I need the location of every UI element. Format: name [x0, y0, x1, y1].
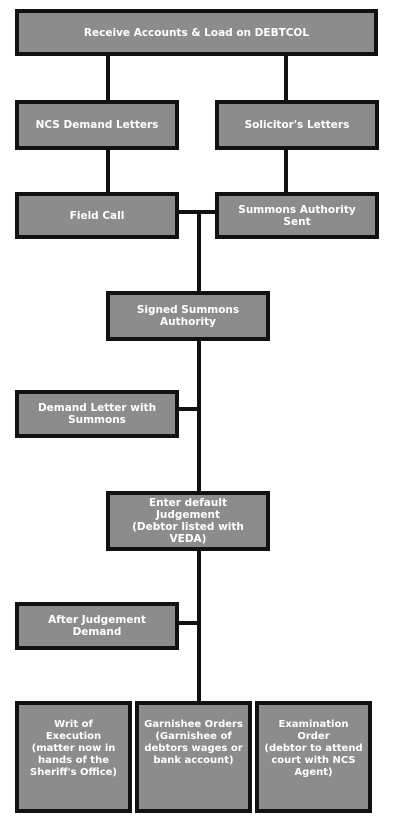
node-summons-authority-sent-label: Summons Authority Sent	[238, 203, 356, 228]
connector-main-spine-3	[197, 548, 201, 704]
node-signed-summons-authority-label: Signed Summons Authority	[136, 304, 240, 328]
node-writ-of-execution: Writ of Execution (matter now in hands o…	[15, 701, 132, 813]
node-garnishee-line: debtors wages or	[144, 743, 243, 754]
node-ncs-demand-letters-label: NCS Demand Letters	[35, 119, 159, 131]
connector-solicitor-to-summons	[284, 146, 288, 196]
connector-after-judgement-branch	[176, 621, 199, 625]
node-after-judgement-demand-label: After Judgement Demand	[48, 614, 146, 638]
node-examination-line: Examination Order	[278, 719, 349, 742]
connector-top-left	[106, 52, 110, 102]
node-receive-accounts: Receive Accounts & Load on DEBTCOL	[15, 9, 378, 56]
node-ncs-demand-letters: NCS Demand Letters	[15, 100, 179, 150]
node-examination-order: Examination Order (debtor to attend cour…	[255, 701, 372, 813]
node-signed-summons-authority: Signed Summons Authority	[106, 291, 270, 341]
node-enter-default-judgement: Enter default Judgement (Debtor listed w…	[106, 491, 270, 551]
node-garnishee-orders: Garnishee Orders (Garnishee of debtors w…	[135, 701, 252, 813]
node-after-judgement-demand: After Judgement Demand	[15, 602, 179, 650]
node-writ-line: hands of the	[38, 755, 109, 766]
connector-main-spine-2	[197, 338, 201, 494]
node-examination-line: Agent)	[294, 767, 333, 778]
node-field-call-label: Field Call	[69, 209, 125, 222]
node-writ-line: Writ of	[54, 719, 93, 730]
node-solicitors-letters-label: Solicitor's Letters	[244, 119, 350, 131]
node-garnishee-line: Garnishee Orders	[144, 719, 243, 730]
connector-ncs-to-field	[106, 146, 110, 196]
connector-main-spine-1	[197, 210, 201, 294]
connector-top-right	[284, 52, 288, 102]
node-enter-default-judgement-line2: (Debtor listed with VEDA)	[132, 521, 244, 545]
node-enter-default-judgement-line1: Enter default Judgement	[148, 497, 227, 521]
node-garnishee-line: (Garnishee of	[155, 731, 232, 742]
node-summons-authority-sent: Summons Authority Sent	[215, 192, 379, 239]
connector-demand-summons-branch	[176, 407, 199, 411]
node-writ-line: Execution	[45, 731, 102, 742]
node-garnishee-line: bank account)	[153, 755, 234, 766]
node-receive-accounts-label: Receive Accounts & Load on DEBTCOL	[83, 26, 310, 39]
node-demand-letter-with-summons-label: Demand Letter with Summons	[37, 402, 157, 426]
node-examination-line: (debtor to attend	[264, 743, 363, 754]
node-field-call: Field Call	[15, 192, 179, 239]
node-writ-line: (matter now in	[31, 743, 116, 754]
node-examination-line: court with NCS	[271, 755, 356, 766]
node-writ-line: Sheriff's Office)	[30, 767, 117, 778]
node-solicitors-letters: Solicitor's Letters	[215, 100, 379, 150]
node-demand-letter-with-summons: Demand Letter with Summons	[15, 390, 179, 438]
